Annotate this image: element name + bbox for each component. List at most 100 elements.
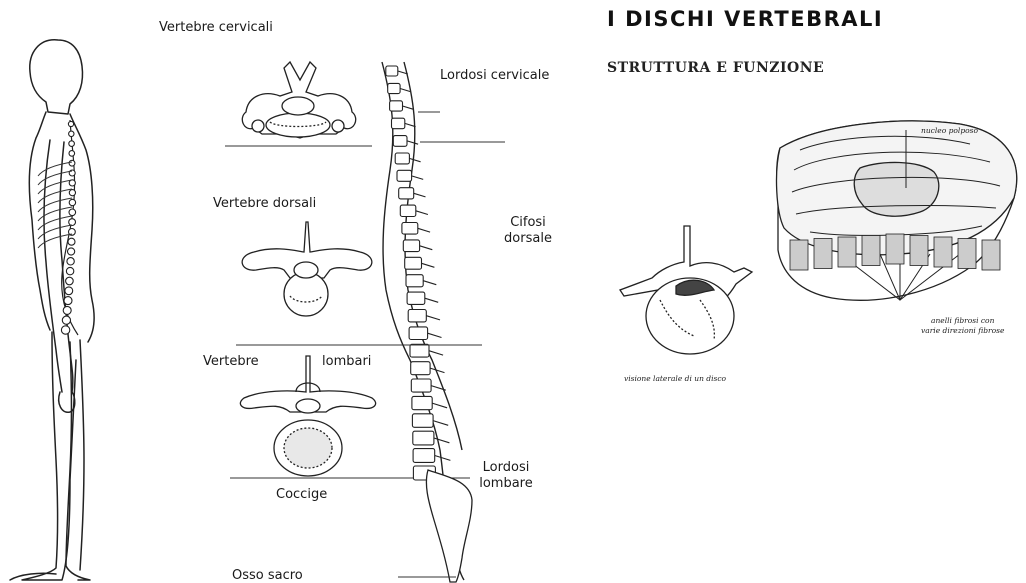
figure-rib [38, 162, 72, 176]
spine-vertebra-body [412, 396, 432, 409]
disc-annulus-segment [982, 240, 1000, 270]
disc-annulus-segment [886, 234, 904, 264]
figure-vertebra [66, 267, 73, 274]
label-visione-laterale: visione laterale di un disco [624, 374, 726, 384]
figure-vertebra [61, 326, 69, 334]
spine-vertebra-body [411, 379, 431, 392]
spine-vertebra-body [402, 223, 418, 235]
spine-vertebra-process [434, 438, 450, 443]
figure-vertebra [68, 121, 73, 126]
spine-vertebra-process [414, 193, 426, 197]
disc-annulus-segment [814, 239, 832, 269]
spine-vertebra-body [400, 205, 416, 216]
figure-rib [38, 180, 72, 194]
spine-vertebra-body [403, 240, 419, 252]
disc-lateral-drawing [620, 226, 752, 354]
spine-vertebra-process [423, 281, 436, 285]
figure-vertebra [65, 287, 73, 295]
label-lordosi-lombare-line2: lombare [466, 476, 546, 492]
disc-annulus-segment [790, 240, 808, 270]
label-vertebre: Vertebre [203, 354, 259, 370]
spine-vertebra-process [426, 316, 440, 320]
spine-vertebra-body [386, 66, 398, 76]
page-title: I DISCHI VERTEBRALI [607, 7, 883, 31]
label-lordosi-lombare: Lordosi lombare [466, 460, 546, 491]
figure-vertebra [66, 277, 74, 285]
spine-vertebra-process [416, 211, 428, 215]
label-anelli-line1: anelli fibrosi con [921, 316, 1004, 326]
spine-vertebra-body [405, 257, 422, 269]
label-cifosi-line1: Cifosi [488, 215, 568, 231]
figure-rib [38, 207, 72, 221]
figure-vertebra [69, 160, 75, 166]
figure-vertebra [69, 219, 76, 226]
spine-vertebra-process [425, 298, 438, 302]
spine-vertebra-process [407, 141, 418, 144]
spine-vertebra-body [407, 292, 425, 304]
label-cifosi-dorsale: Cifosi dorsale [488, 215, 568, 246]
figure-rib [38, 225, 72, 239]
spine-vertebra-process [409, 158, 420, 161]
spine-vertebra-process [403, 106, 414, 109]
disc-annulus-segment [934, 237, 952, 267]
figure-vertebra [69, 190, 75, 196]
figure-rib [38, 198, 72, 212]
label-anelli-line2: varie direzioni fibrose [921, 326, 1004, 336]
spine-vertebra-process [422, 263, 435, 267]
label-vertebre-dorsali: Vertebre dorsali [213, 196, 316, 212]
label-cifosi-line2: dorsale [488, 231, 568, 247]
label-vertebre-cervicali: Vertebre cervicali [159, 20, 273, 36]
figure-vertebra [69, 141, 75, 147]
spine-vertebra-body [413, 449, 435, 463]
spine-vertebra-body [411, 362, 430, 375]
spine-vertebra-process [428, 333, 442, 337]
spine-vertebra-process [433, 421, 448, 426]
spine-vertebra-body [397, 170, 412, 181]
disc-cutaway-drawing [777, 121, 1017, 300]
spine-vertebra-body [392, 118, 405, 129]
spine-vertebra-body [395, 153, 409, 164]
label-nucleo-polposo: nucleo polposo [921, 126, 978, 136]
figure-rib [38, 171, 72, 185]
spine-vertebra-body [388, 83, 400, 93]
label-lordosi-lombare-line1: Lordosi [466, 460, 546, 476]
cervical-vertebra-drawing [242, 62, 355, 138]
spine-vertebra-body [409, 327, 428, 340]
spine-vertebra-body [390, 101, 403, 111]
spine-vertebra-process [400, 89, 410, 92]
figure-vertebra [68, 248, 75, 255]
label-lordosi-cervicale: Lordosi cervicale [440, 68, 549, 84]
spine-vertebra-body [393, 136, 407, 147]
spine-vertebra-body [399, 188, 414, 199]
page-subtitle: STRUTTURA E FUNZIONE [607, 60, 824, 76]
figure-ribs [38, 162, 72, 248]
spine-vertebra-process [420, 246, 433, 250]
label-coccige: Coccige [276, 487, 327, 503]
label-osso-sacro: Osso sacro [232, 568, 303, 583]
figure-rib [38, 189, 72, 203]
figure-vertebra [69, 131, 74, 136]
disc-annulus-segment [958, 239, 976, 269]
figure-vertebra [68, 238, 75, 245]
spine-vertebrae [386, 66, 452, 480]
disc-annulus-segment [862, 236, 880, 266]
figure-vertebra [64, 297, 72, 305]
label-anelli-fibrosi: anelli fibrosi con varie direzioni fibro… [921, 316, 1004, 336]
figure-vertebra [63, 306, 71, 314]
spine-vertebra-body [408, 310, 426, 322]
figure-vertebra [69, 199, 75, 205]
disc-annulus-segment [910, 236, 928, 266]
spine-vertebra-process [418, 228, 430, 232]
label-lombari: lombari [322, 354, 371, 370]
figure-vertebra [67, 258, 74, 265]
spine-vertebra-process [432, 403, 447, 408]
spine-vertebra-process [429, 351, 443, 355]
figure-vertebra [62, 316, 70, 324]
figure-rib [38, 216, 72, 230]
lumbar-vertebra-drawing [240, 356, 375, 476]
spine-vertebra-body [413, 431, 434, 445]
human-figure [10, 40, 94, 580]
dorsal-vertebra-drawing [242, 222, 372, 316]
